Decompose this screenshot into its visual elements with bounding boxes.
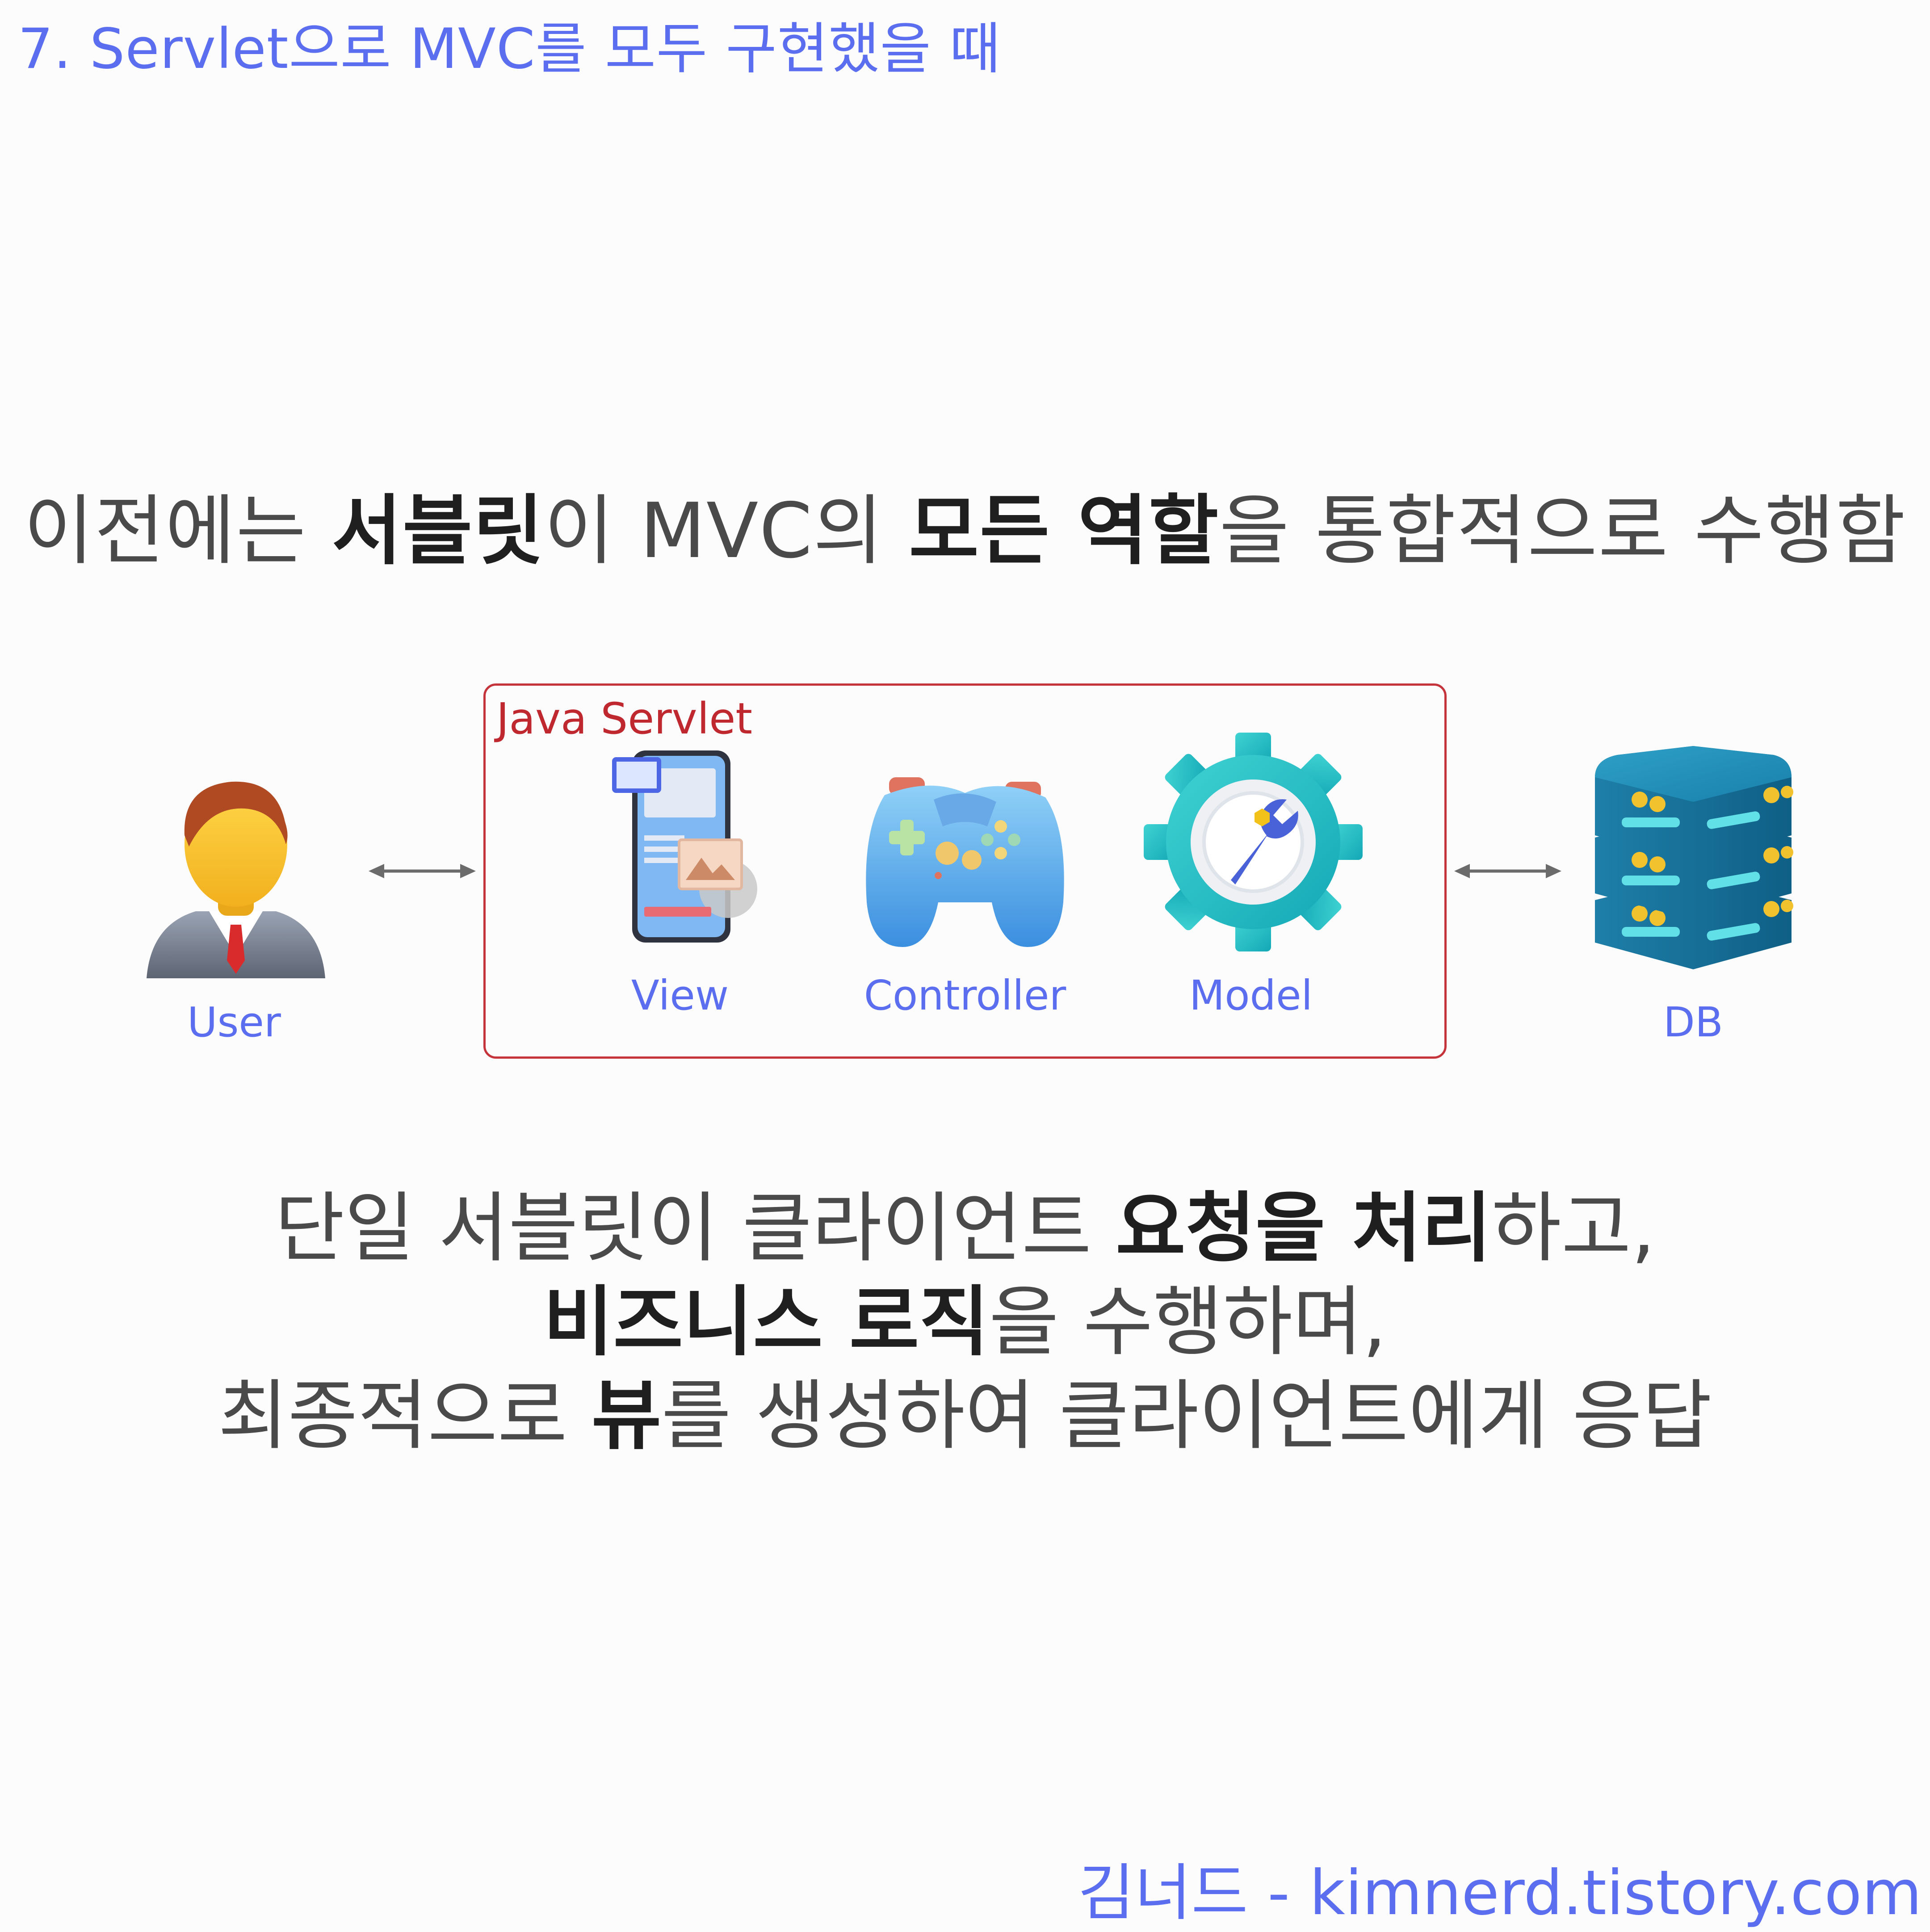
footer-credit: 김너드 - kimnerd.tistory.com xyxy=(1078,1843,1922,1932)
headline-text-3: 을 통합적으로 수행함 xyxy=(1219,487,1906,575)
description-bold: 뷰 xyxy=(592,1372,661,1460)
user-icon xyxy=(142,768,330,987)
description-line-3: 최종적으로 뷰를 생성하여 클라이언트에게 응답 xyxy=(0,1378,1930,1454)
phone-icon xyxy=(608,746,768,947)
description-line-1: 단일 서블릿이 클라이언트 요청을 처리하고, xyxy=(0,1190,1930,1266)
description-text: 하고, xyxy=(1491,1184,1655,1273)
headline-text-2: 이 MVC의 xyxy=(544,487,909,575)
model-label: Model xyxy=(1117,972,1385,1019)
headline-text-1: 이전에는 xyxy=(24,487,332,575)
database-icon xyxy=(1590,742,1796,974)
description-bold: 요청을 처리 xyxy=(1116,1184,1491,1273)
view-label: View xyxy=(546,972,814,1019)
description-text: 을 수행하며, xyxy=(989,1278,1387,1366)
description-text: 를 생성하여 클라이언트에게 응답 xyxy=(661,1372,1712,1460)
user-label: User xyxy=(100,998,368,1046)
user-servlet-arrow xyxy=(366,858,478,884)
servlet-label: Java Servlet xyxy=(496,694,752,744)
gamepad-icon xyxy=(858,759,1072,956)
gear-icon xyxy=(1144,733,1363,951)
controller-label: Controller xyxy=(831,972,1099,1019)
description-text: 최종적으로 xyxy=(218,1372,592,1460)
page-title: 7. Servlet으로 MVC를 모두 구현했을 때 xyxy=(18,4,1001,84)
description-line-2: 비즈니스 로직을 수행하며, xyxy=(0,1284,1930,1360)
headline-bold-2: 모든 역할 xyxy=(909,487,1219,575)
description-bold: 비즈니스 로직 xyxy=(543,1278,989,1366)
headline-bold-1: 서블릿 xyxy=(332,487,544,575)
servlet-db-arrow xyxy=(1452,858,1564,884)
db-label: DB xyxy=(1559,998,1827,1046)
description-text: 단일 서블릿이 클라이언트 xyxy=(275,1184,1116,1273)
headline: 이전에는 서블릿이 MVC의 모든 역할을 통합적으로 수행함 xyxy=(0,469,1930,579)
